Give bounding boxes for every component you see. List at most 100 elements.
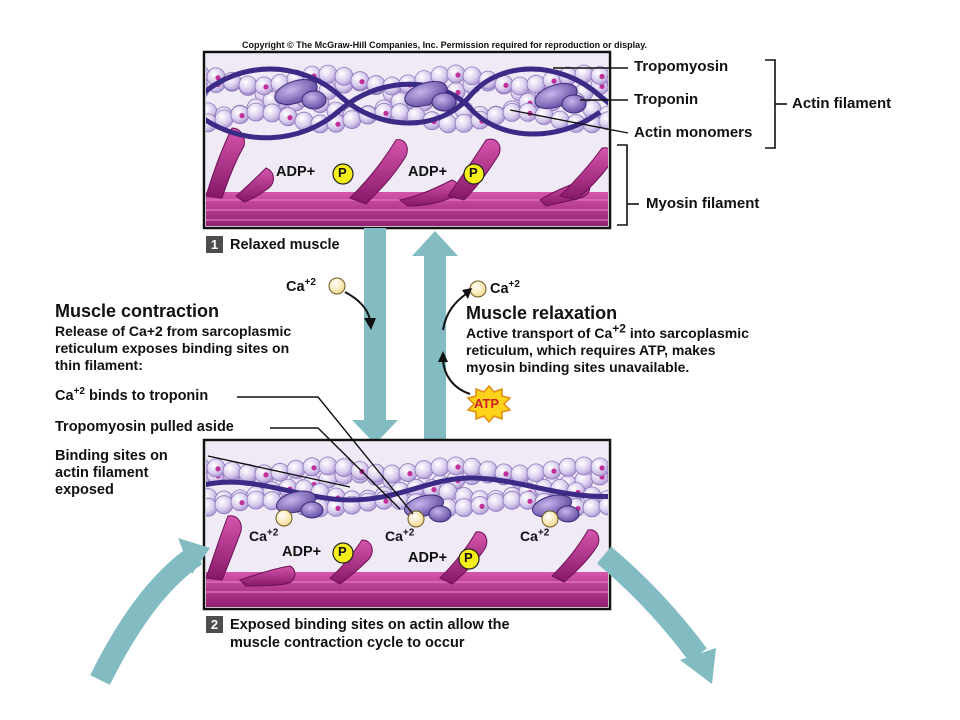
phosphate-icon (332, 542, 354, 564)
adp-label: ADP+ (408, 164, 448, 180)
phosphate-label: P (338, 544, 347, 559)
actin-monomer (502, 103, 522, 122)
actin-monomer (430, 457, 450, 477)
binding-site-dot (239, 500, 245, 506)
actin-monomer (454, 114, 474, 133)
binding-site-dot (455, 89, 461, 96)
calcium-uptake-arrow (442, 293, 467, 331)
binding-sites-callout: Binding sites on actin filament exposed (55, 448, 168, 498)
actin-monomer (246, 102, 266, 122)
adp-label: ADP+ (276, 164, 316, 180)
phosphate-label: P (469, 165, 478, 180)
bound-calcium-label: Ca+2 (520, 527, 550, 544)
cycle-exit-arrow (596, 546, 716, 684)
calcium-ion-icon (469, 280, 487, 298)
phosphate-icon (332, 163, 354, 185)
adp-label: ADP+ (408, 550, 448, 566)
binding-site-dot (311, 465, 317, 471)
binding-site-dot (599, 83, 605, 89)
binding-site-dot (455, 464, 461, 470)
contraction-description: Release of Ca+2 from sarcoplasmic reticu… (55, 323, 292, 373)
phosphate-label: P (464, 550, 473, 565)
binding-site-dot (263, 84, 269, 90)
actin-monomer (238, 75, 258, 95)
ca-binds-troponin-callout: Ca+2 binds to troponin (55, 386, 209, 404)
binding-site-dot (503, 82, 509, 88)
step-label: Relaxed muscle (230, 237, 340, 253)
actin-monomer (590, 457, 608, 477)
calcium-release-arrow (344, 291, 371, 321)
bound-calcium-icon (407, 510, 425, 528)
actin-monomer (238, 463, 258, 483)
panel2-leader-lines (207, 396, 414, 515)
actin-monomer (510, 76, 530, 96)
adp-label: ADP+ (282, 544, 322, 560)
phosphate-icon (458, 548, 480, 570)
binding-site-dot (287, 115, 293, 121)
troponin-1 (274, 79, 587, 114)
actin-monomer (526, 463, 546, 483)
calcium-ion-icon (328, 277, 346, 295)
actin-monomer (206, 66, 210, 82)
actin-monomer (462, 457, 482, 477)
step-number-badge: 1 (206, 236, 223, 253)
binding-site-dot (383, 498, 389, 504)
atp-label: ATP (474, 396, 500, 411)
actin-monomer (318, 456, 338, 476)
binding-site-dot (407, 471, 413, 477)
binding-site-dot (431, 487, 437, 493)
binding-site-dot (215, 75, 221, 81)
step-1-caption: 1 Relaxed muscle (206, 236, 340, 254)
step-number-badge: 2 (206, 616, 223, 633)
binding-site-dot (551, 78, 557, 84)
actin-monomer (206, 458, 210, 474)
cycle-entry-arrow (90, 538, 210, 685)
bound-calcium-label: Ca+2 (249, 527, 279, 544)
actin-monomer (414, 460, 434, 480)
contraction-title: Muscle contraction (55, 301, 220, 321)
tropomyosin-label: Tropomyosin (634, 58, 729, 75)
actin-monomer (342, 110, 362, 129)
tropomyosin-pulled-callout: Tropomyosin pulled aside (55, 419, 234, 435)
step-label: Exposed binding sites on actin allow the… (230, 617, 510, 651)
relaxation-flow-arrow (412, 231, 458, 444)
actin-monomer (606, 464, 608, 475)
binding-site-dot (527, 498, 533, 504)
actin-monomer (606, 74, 608, 85)
actin-monomer (390, 103, 410, 123)
actin-monomer (582, 498, 602, 518)
binding-site-dot (335, 505, 341, 511)
phosphate-icon (463, 163, 485, 185)
actin-monomer (214, 495, 234, 515)
bound-calcium-icon (541, 510, 559, 528)
bound-calcium-label: Ca+2 (385, 527, 415, 544)
phosphate-label: P (338, 165, 347, 180)
tropomyosin-strand-2 (206, 475, 608, 503)
binding-site-dot (335, 121, 341, 127)
myosin-filament-2 (206, 572, 608, 607)
actin-monomer (222, 461, 242, 481)
atp-arrow (442, 359, 471, 395)
calcium-released-label: Ca+2 (286, 277, 316, 295)
actin-monomer (246, 490, 266, 510)
actin-filament-bracket (765, 59, 787, 149)
binding-site-dot (383, 110, 389, 116)
relaxed-muscle-panel (202, 50, 612, 230)
binding-site-dot (599, 465, 605, 471)
arrow-head-icon (438, 351, 448, 362)
relaxation-description-line1: Active transport of Ca+2 into sarcoplasm… (466, 321, 749, 341)
bound-calcium-icon (275, 509, 293, 527)
actin-monomer (486, 492, 506, 512)
actin-monomer (454, 498, 474, 518)
myosin-filament-bracket (617, 144, 639, 226)
relaxation-title: Muscle relaxation (466, 303, 618, 323)
binding-site-dot (239, 113, 245, 119)
relaxation-description: reticulum, which requires ATP, makes myo… (466, 342, 716, 375)
actin-monomer (598, 496, 608, 516)
actin-monomers-label: Actin monomers (634, 124, 753, 141)
actin-monomer (590, 66, 608, 85)
contraction-flow-arrow (352, 228, 398, 444)
binding-site-dot (503, 471, 509, 477)
troponin-label: Troponin (634, 91, 699, 108)
binding-site-dot (455, 72, 461, 78)
